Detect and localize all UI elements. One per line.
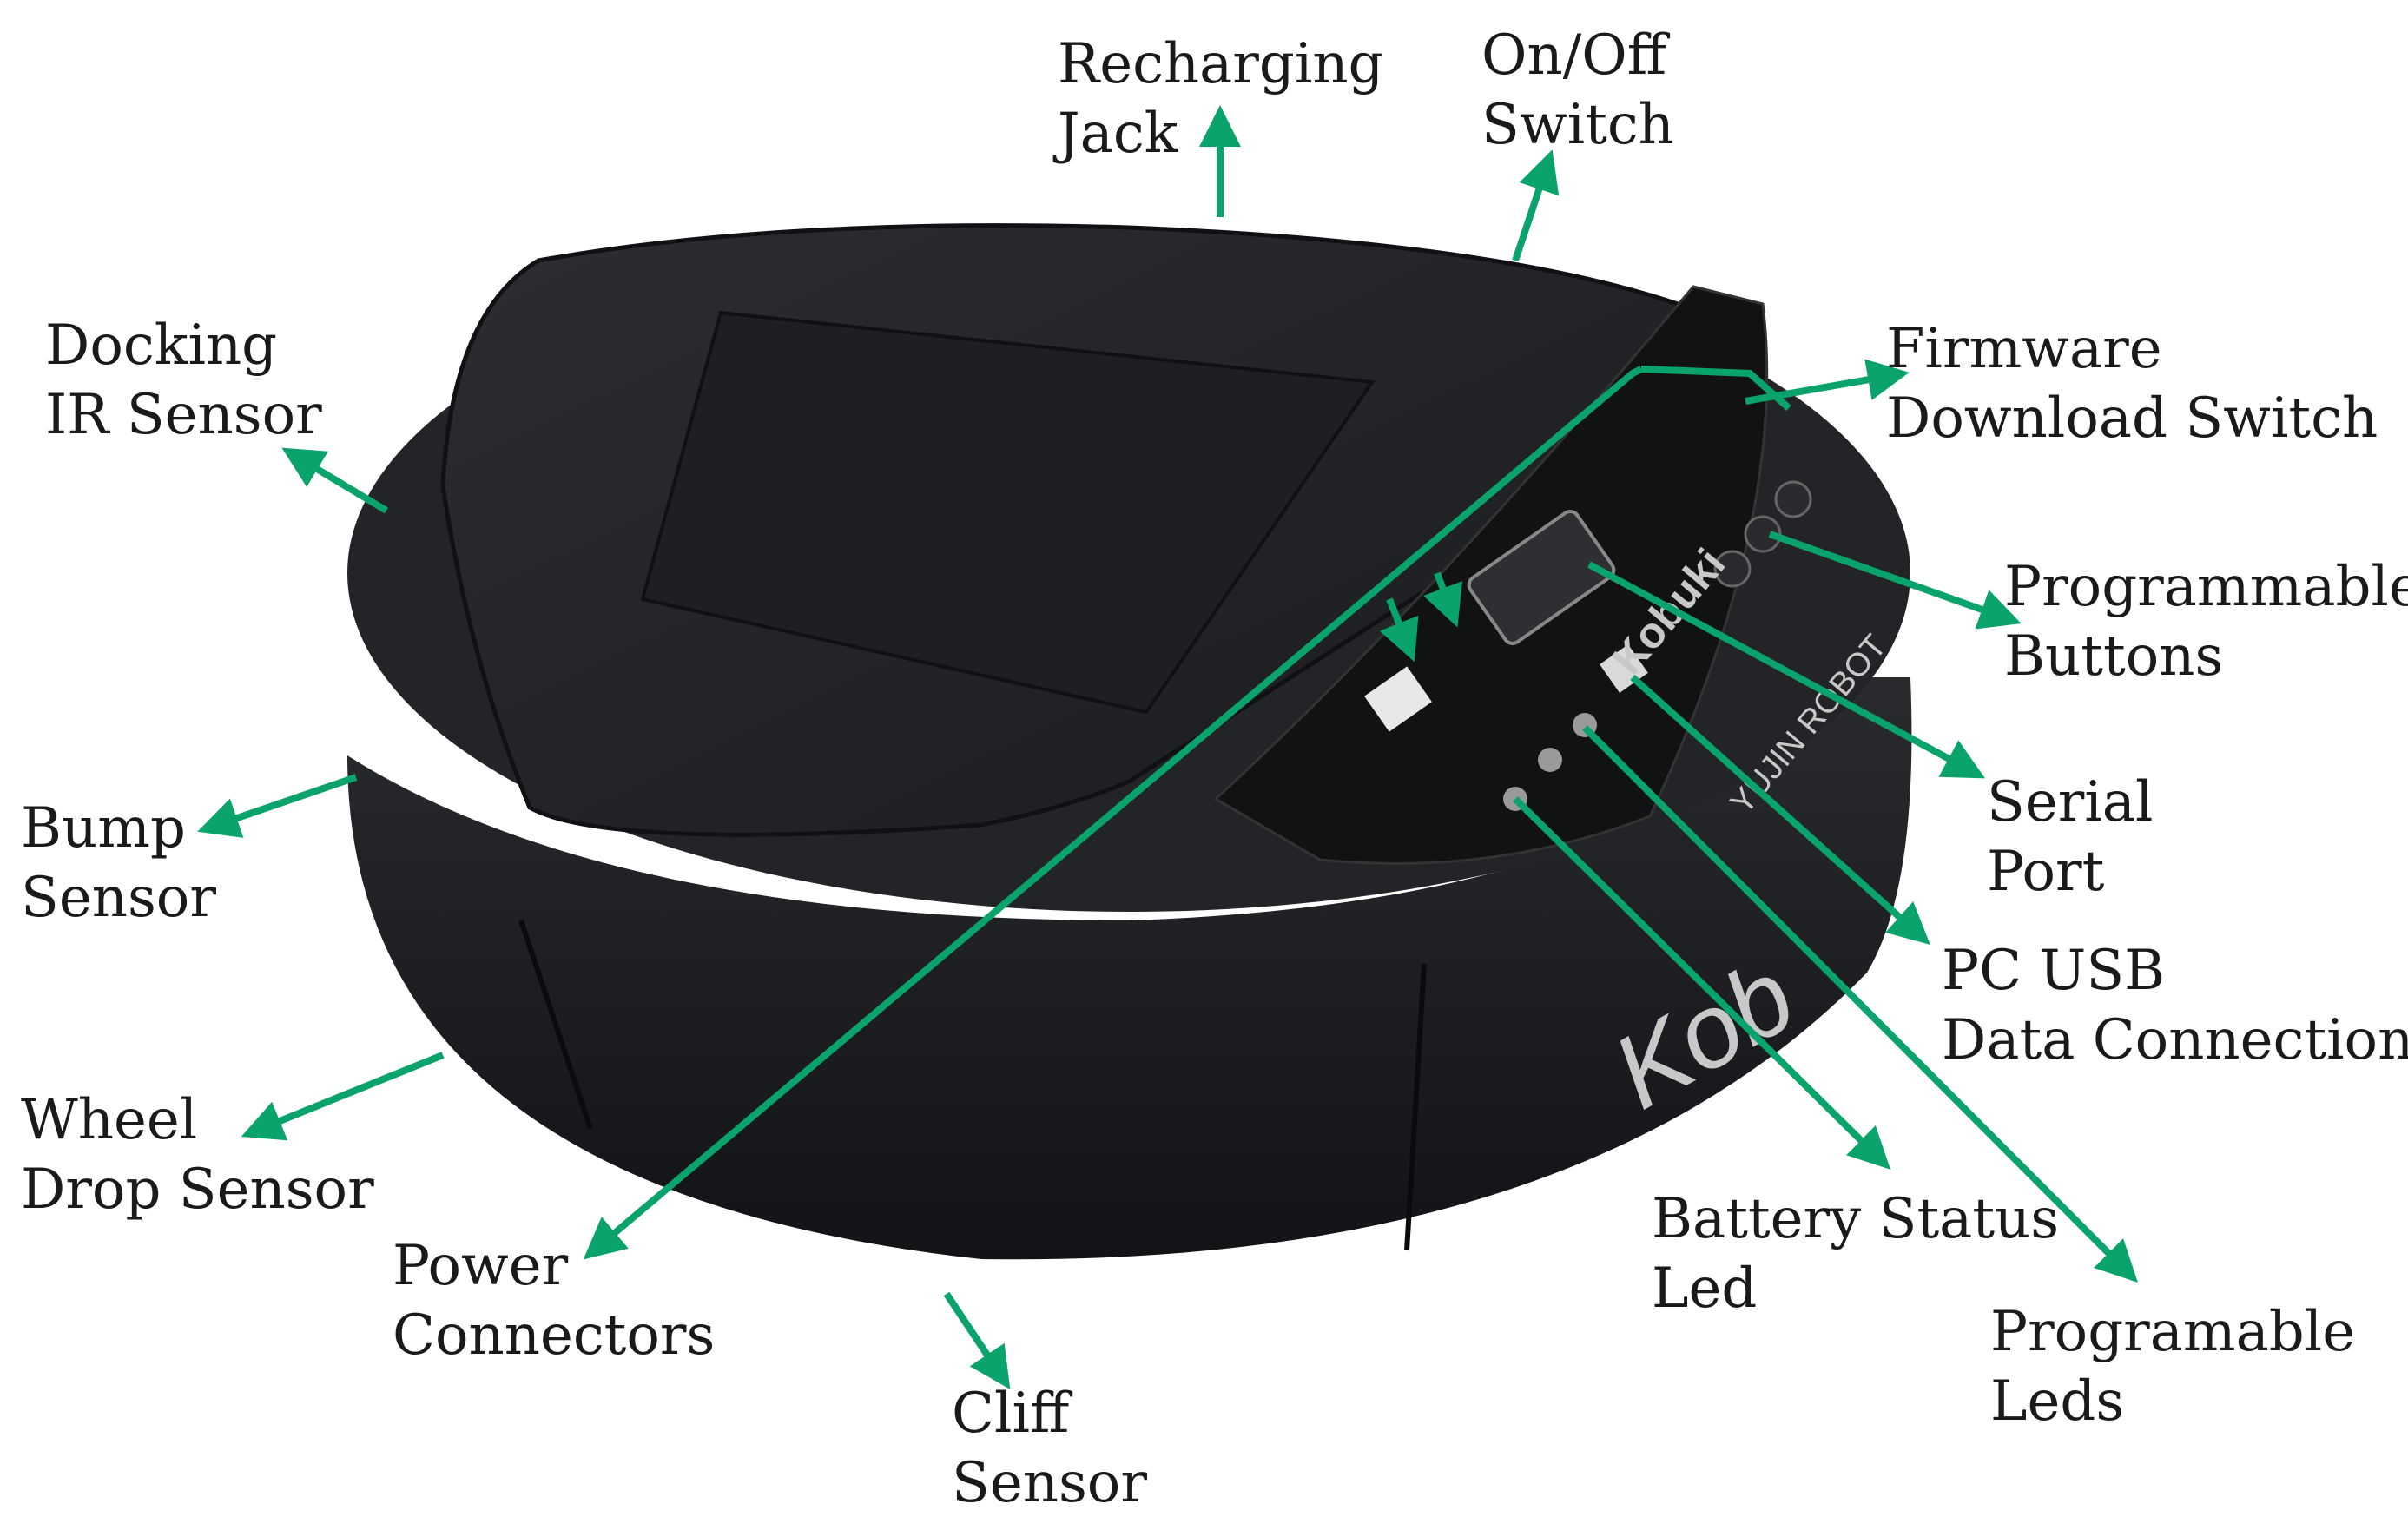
arrow-programmable-buttons — [1768, 531, 2022, 630]
label-serial-port: Serial Port — [1987, 770, 2154, 904]
arrow-bump-sensor — [197, 774, 358, 838]
button-b0 — [1713, 550, 1752, 588]
robot-seam-right — [1404, 963, 1427, 1251]
arrow-firmware — [1745, 359, 1910, 405]
arrow-cliff-sensor — [943, 1291, 1011, 1389]
label-recharging-jack: Recharging Jack — [1058, 32, 1384, 166]
arrow-docking-ir — [281, 447, 389, 514]
label-programmable-buttons: Programmable Buttons — [2004, 555, 2408, 689]
panel-ports — [1364, 480, 1812, 811]
arrow-wheel-drop — [241, 1052, 445, 1141]
button-b2 — [1774, 480, 1812, 518]
button-b1 — [1744, 515, 1782, 553]
label-wheel-drop-sensor: Wheel Drop Sensor — [21, 1088, 374, 1222]
arrow-power-1a — [1379, 597, 1419, 663]
arrow-power-connectors — [583, 366, 1643, 1260]
robot-side-wall — [347, 677, 1912, 1260]
label-firmware-download-switch: Firmware Download Switch — [1886, 317, 2378, 451]
power-connector-left — [1364, 666, 1432, 732]
label-battery-status-led: Battery Status Led — [1652, 1187, 2060, 1321]
callout-arrows — [197, 105, 2138, 1389]
label-pc-usb: PC USB Data Connection — [1942, 939, 2408, 1072]
robot-body: Kob Kobuki YUJIN ROBOT — [347, 223, 1912, 1260]
robot-inner-panel — [640, 310, 1376, 715]
power-connector-bracket — [1640, 366, 1791, 411]
arrow-on-off-switch — [1512, 149, 1560, 262]
arrow-battery-led — [1513, 796, 1891, 1170]
arrow-programable-leds — [1582, 725, 2138, 1283]
label-on-off-switch: On/Off Switch — [1481, 23, 1674, 157]
label-programable-leds: Programable Leds — [1990, 1300, 2356, 1434]
label-cliff-sensor: Cliff Sensor — [952, 1382, 1147, 1515]
arrow-pc-usb — [1630, 675, 1930, 946]
arrow-power-5a — [1423, 571, 1463, 628]
label-bump-sensor: Bump Sensor — [21, 796, 216, 930]
label-power-connectors: Power Connectors — [393, 1234, 716, 1368]
serial-port — [1467, 510, 1616, 645]
arrow-serial-port — [1587, 561, 1986, 779]
led1 — [1538, 748, 1562, 772]
robot-seam-left — [518, 920, 593, 1130]
label-docking-ir-sensor: Docking IR Sensor — [45, 313, 322, 447]
